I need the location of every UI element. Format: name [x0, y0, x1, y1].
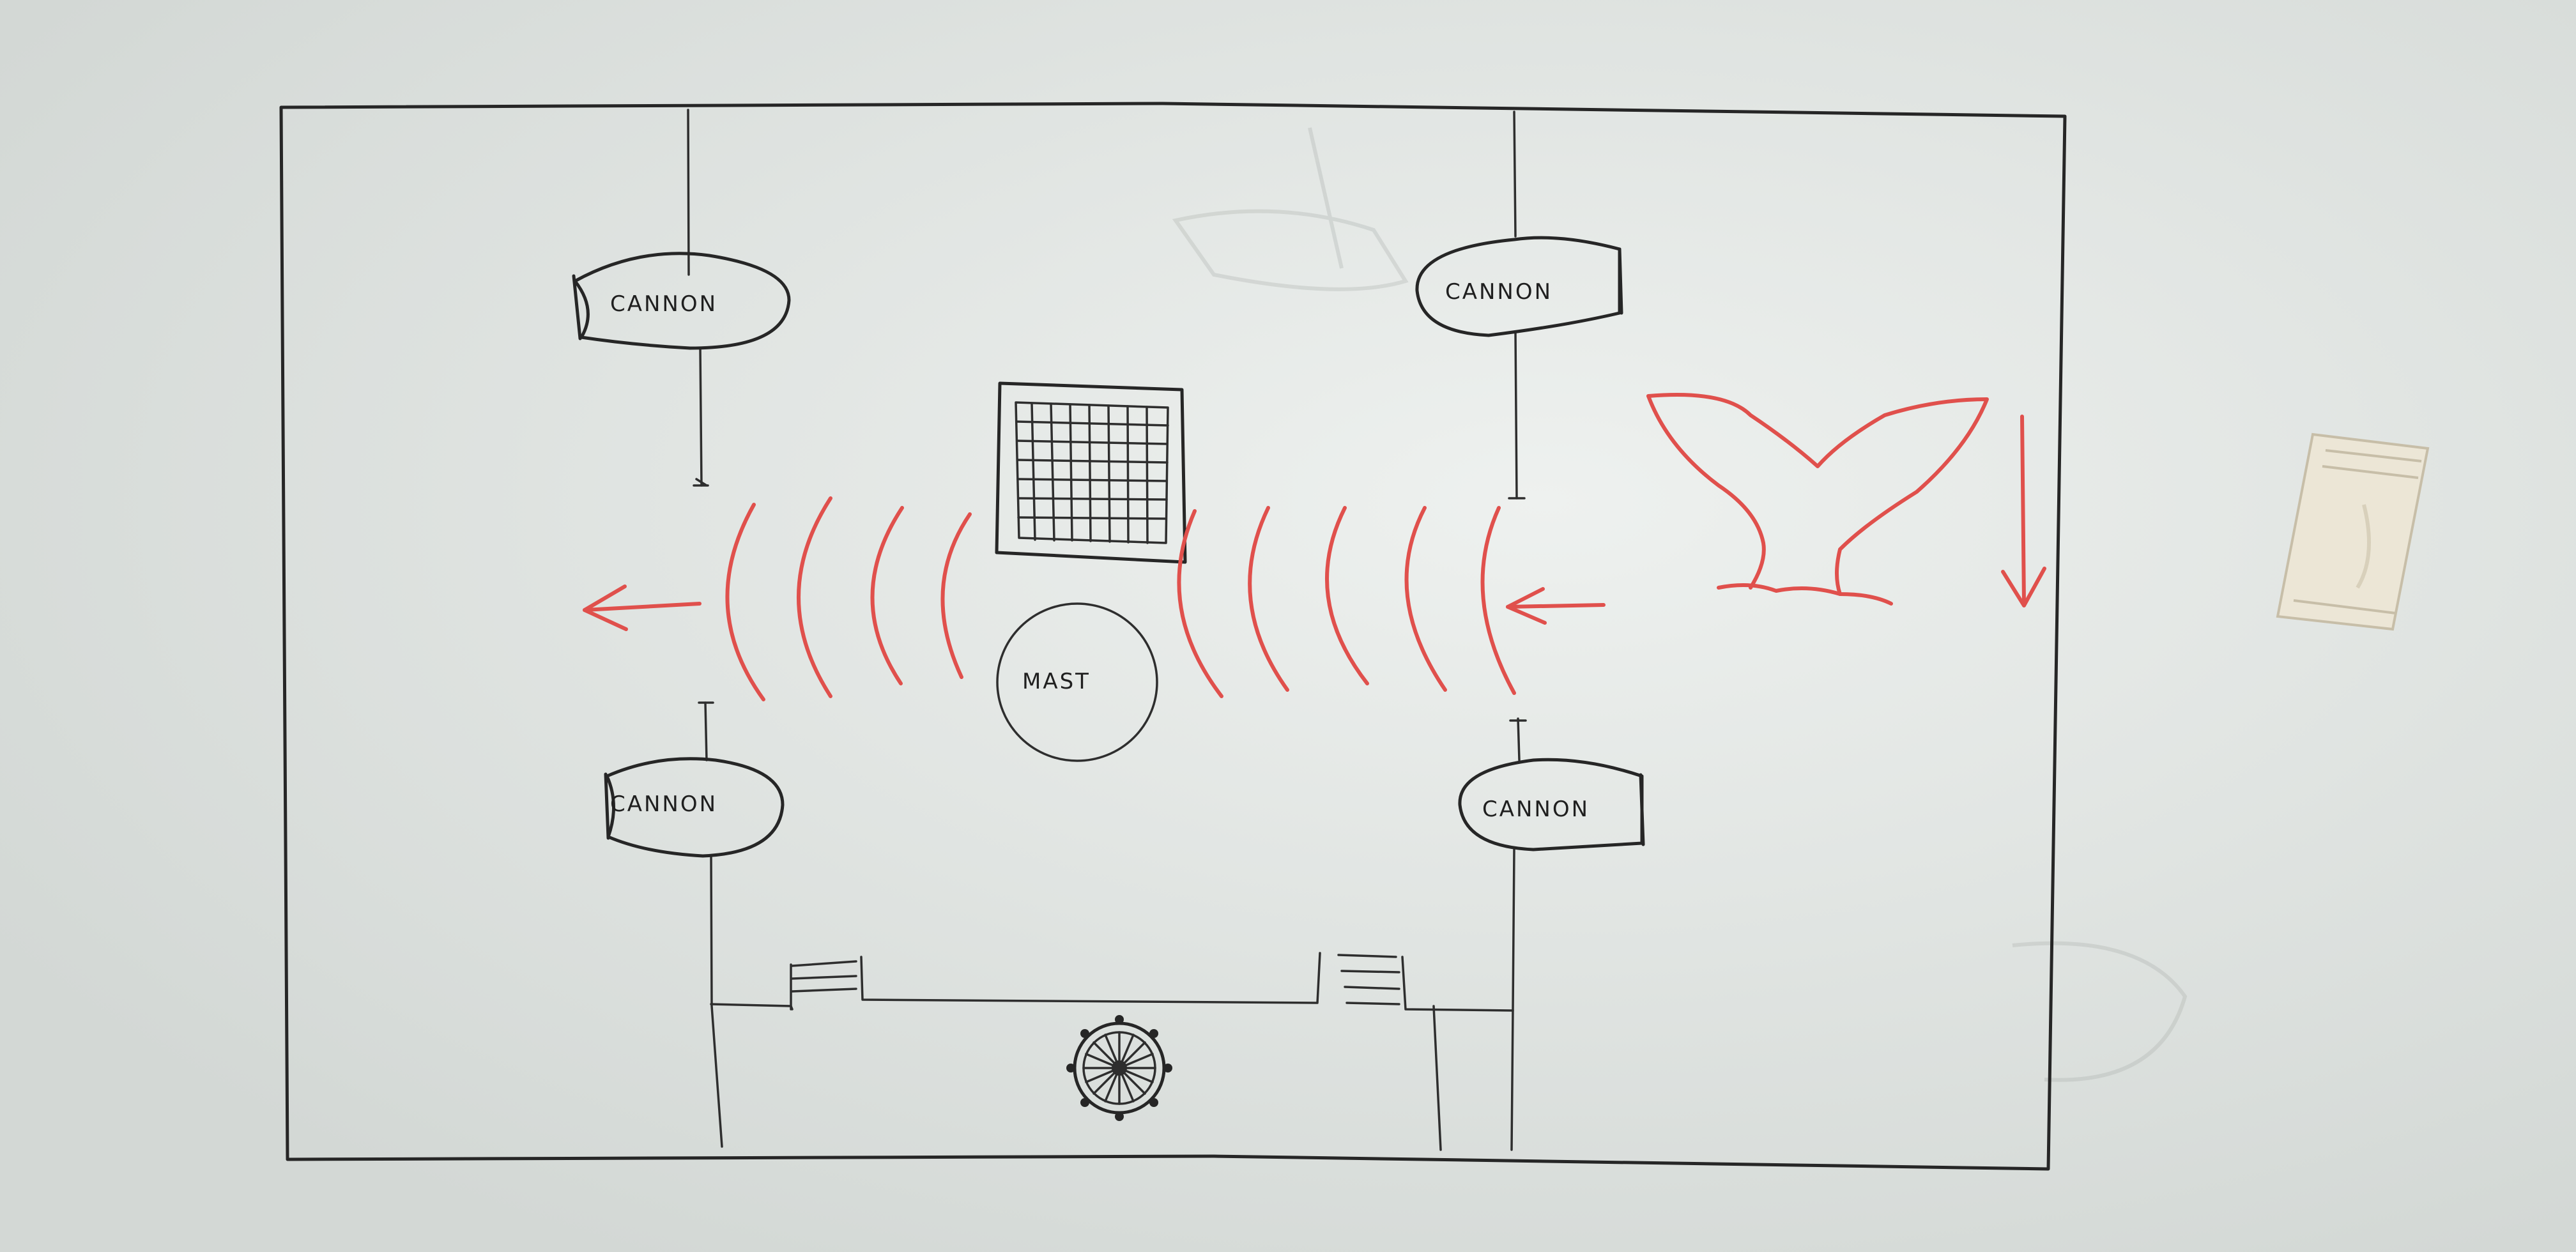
eraser	[2276, 432, 2430, 631]
ship-outline	[279, 102, 2067, 1171]
cannon-label: CANNON	[1482, 797, 1590, 822]
cannon-bottom-right: CANNON	[1458, 758, 1645, 851]
ghost-marks	[1172, 127, 2188, 1082]
arrow-left	[583, 584, 702, 631]
mast: MAST	[996, 602, 1158, 762]
sonar-waves-right	[1177, 506, 1516, 698]
grid-sail-icon	[995, 381, 1187, 564]
cannon-label: CANNON	[610, 291, 717, 317]
cannon-top-left: CANNON	[572, 252, 791, 350]
whale-tail-icon	[1646, 393, 1989, 606]
sonar-waves-left	[725, 496, 972, 701]
mast-label: MAST	[1022, 669, 1091, 694]
deck-lines	[687, 109, 1527, 1151]
cannon-label: CANNON	[610, 791, 717, 817]
ship-wheel-icon	[1066, 1015, 1172, 1121]
arrow-down	[2001, 415, 2046, 607]
cannon-bottom-left: CANNON	[604, 757, 785, 858]
arrow-incoming	[1506, 587, 1606, 625]
cannon-top-right: CANNON	[1415, 236, 1623, 337]
aft-deck	[710, 952, 1514, 1012]
cannon-label: CANNON	[1445, 279, 1552, 305]
